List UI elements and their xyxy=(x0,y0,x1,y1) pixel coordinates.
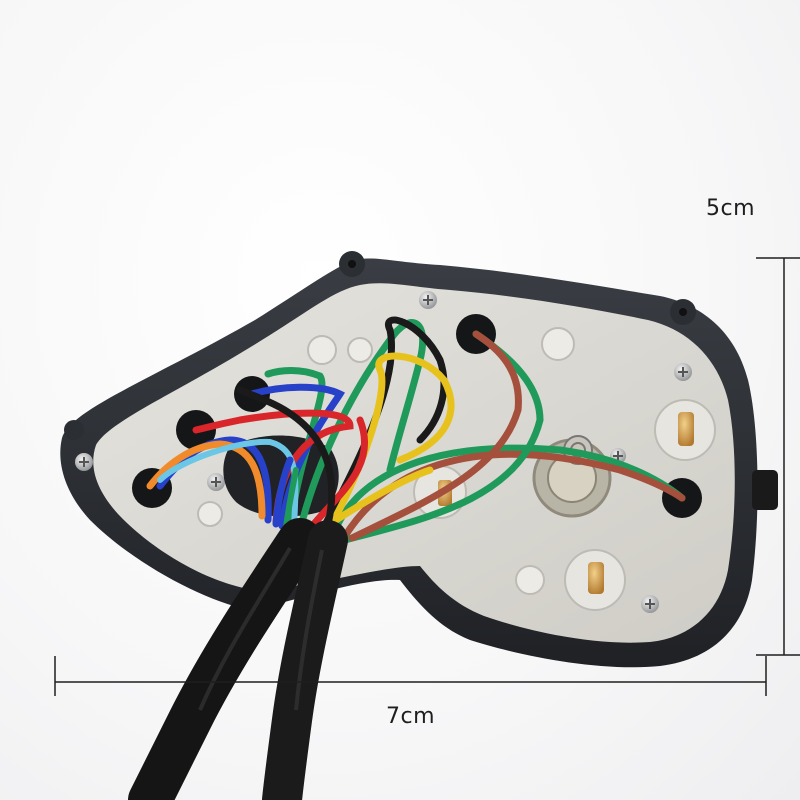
wire-harness xyxy=(146,316,686,552)
width-dimension xyxy=(54,656,767,696)
screw xyxy=(207,473,225,491)
wire-brown xyxy=(334,450,686,552)
screw xyxy=(419,291,437,309)
wire-green xyxy=(264,367,326,532)
width-label: 7cm xyxy=(386,704,436,729)
screw xyxy=(75,453,93,471)
wire-red xyxy=(302,416,369,538)
wire-brown xyxy=(348,330,522,542)
side-knob xyxy=(752,470,778,510)
brass-terminal xyxy=(588,562,604,594)
wire-blue xyxy=(272,456,294,528)
plate-boss xyxy=(347,337,373,363)
wire-green xyxy=(326,444,686,549)
mount-ear-side xyxy=(64,420,84,440)
plate-boss xyxy=(307,335,337,365)
cable-trunk-second xyxy=(262,520,348,800)
wire-black xyxy=(236,386,336,544)
plate-boss xyxy=(515,565,545,595)
height-dimension xyxy=(756,257,800,656)
plate-boss xyxy=(197,501,223,527)
wire-orange xyxy=(146,440,266,520)
height-label: 5cm xyxy=(706,196,756,221)
brass-terminal xyxy=(678,412,694,446)
screw xyxy=(674,363,692,381)
plate-boss xyxy=(541,327,575,361)
screw xyxy=(641,595,659,613)
